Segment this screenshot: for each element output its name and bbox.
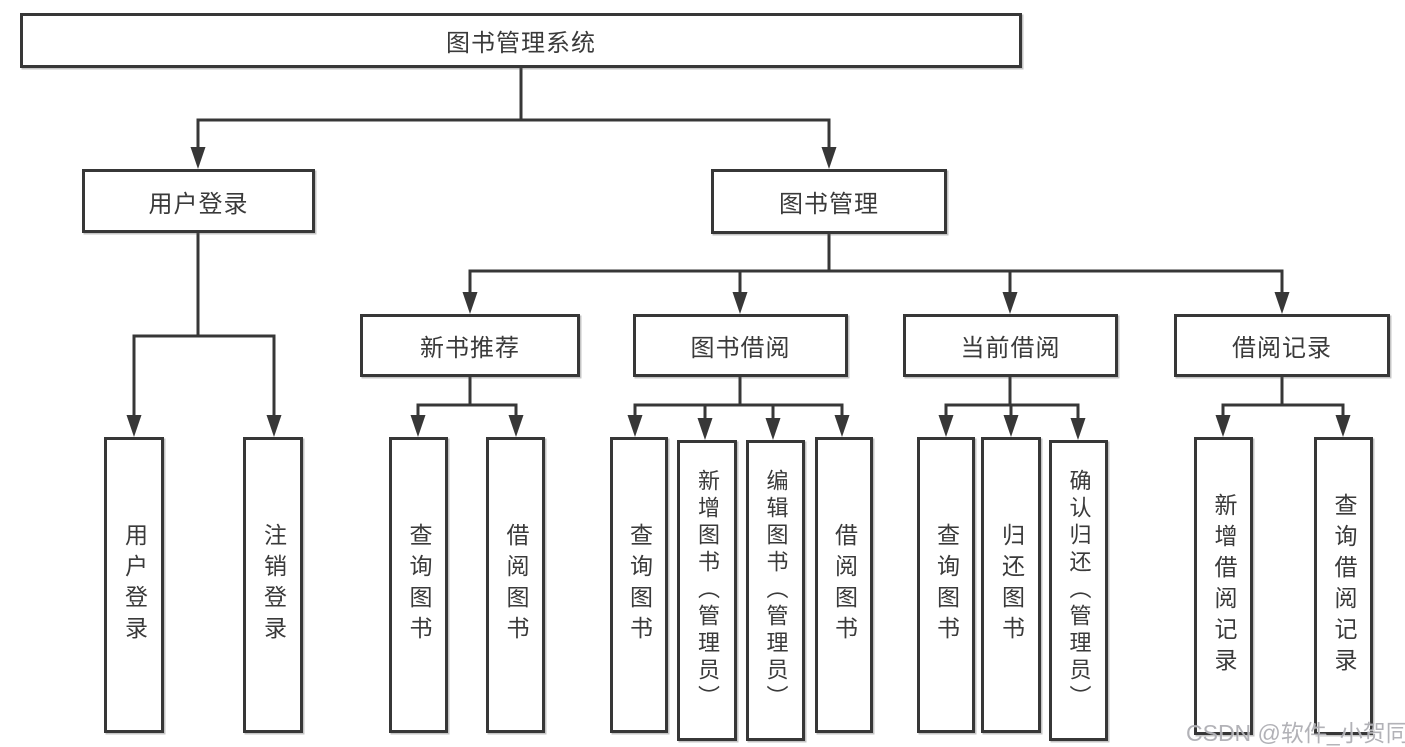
leaf-recommend-query-book: 查询图书: [389, 437, 448, 733]
arrowheads: [126, 147, 1351, 440]
leaf-query-borrow-record: 查询借阅记录: [1314, 437, 1373, 735]
leaf-return-book: 归还图书: [981, 437, 1041, 733]
leaf-borrowing-query-book: 查询图书: [610, 437, 668, 733]
leaf-borrow-book: 借阅图书: [815, 437, 873, 733]
leaf-add-book-admin: 新增图书（管理员）: [677, 440, 737, 741]
node-current-borrowing: 当前借阅: [903, 314, 1118, 377]
csdn-watermark: CSDN @软件_小贺同学: [1186, 720, 1405, 746]
node-user-login: 用户登录: [82, 169, 315, 233]
node-new-book-recommend: 新书推荐: [360, 314, 580, 377]
leaf-user-login: 用户登录: [104, 437, 164, 733]
node-borrowing-records: 借阅记录: [1174, 314, 1390, 377]
node-book-management: 图书管理: [711, 169, 947, 234]
leaf-edit-book-admin: 编辑图书（管理员）: [746, 440, 805, 741]
node-library-management-system: 图书管理系统: [20, 13, 1022, 68]
leaf-add-borrow-record: 新增借阅记录: [1194, 437, 1253, 735]
leaf-current-query-book: 查询图书: [917, 437, 975, 733]
leaf-logout: 注销登录: [243, 437, 303, 733]
leaf-confirm-return-admin: 确认归还（管理员）: [1049, 440, 1108, 741]
leaf-recommend-borrow-book: 借阅图书: [486, 437, 545, 733]
node-book-borrowing: 图书借阅: [633, 314, 848, 377]
